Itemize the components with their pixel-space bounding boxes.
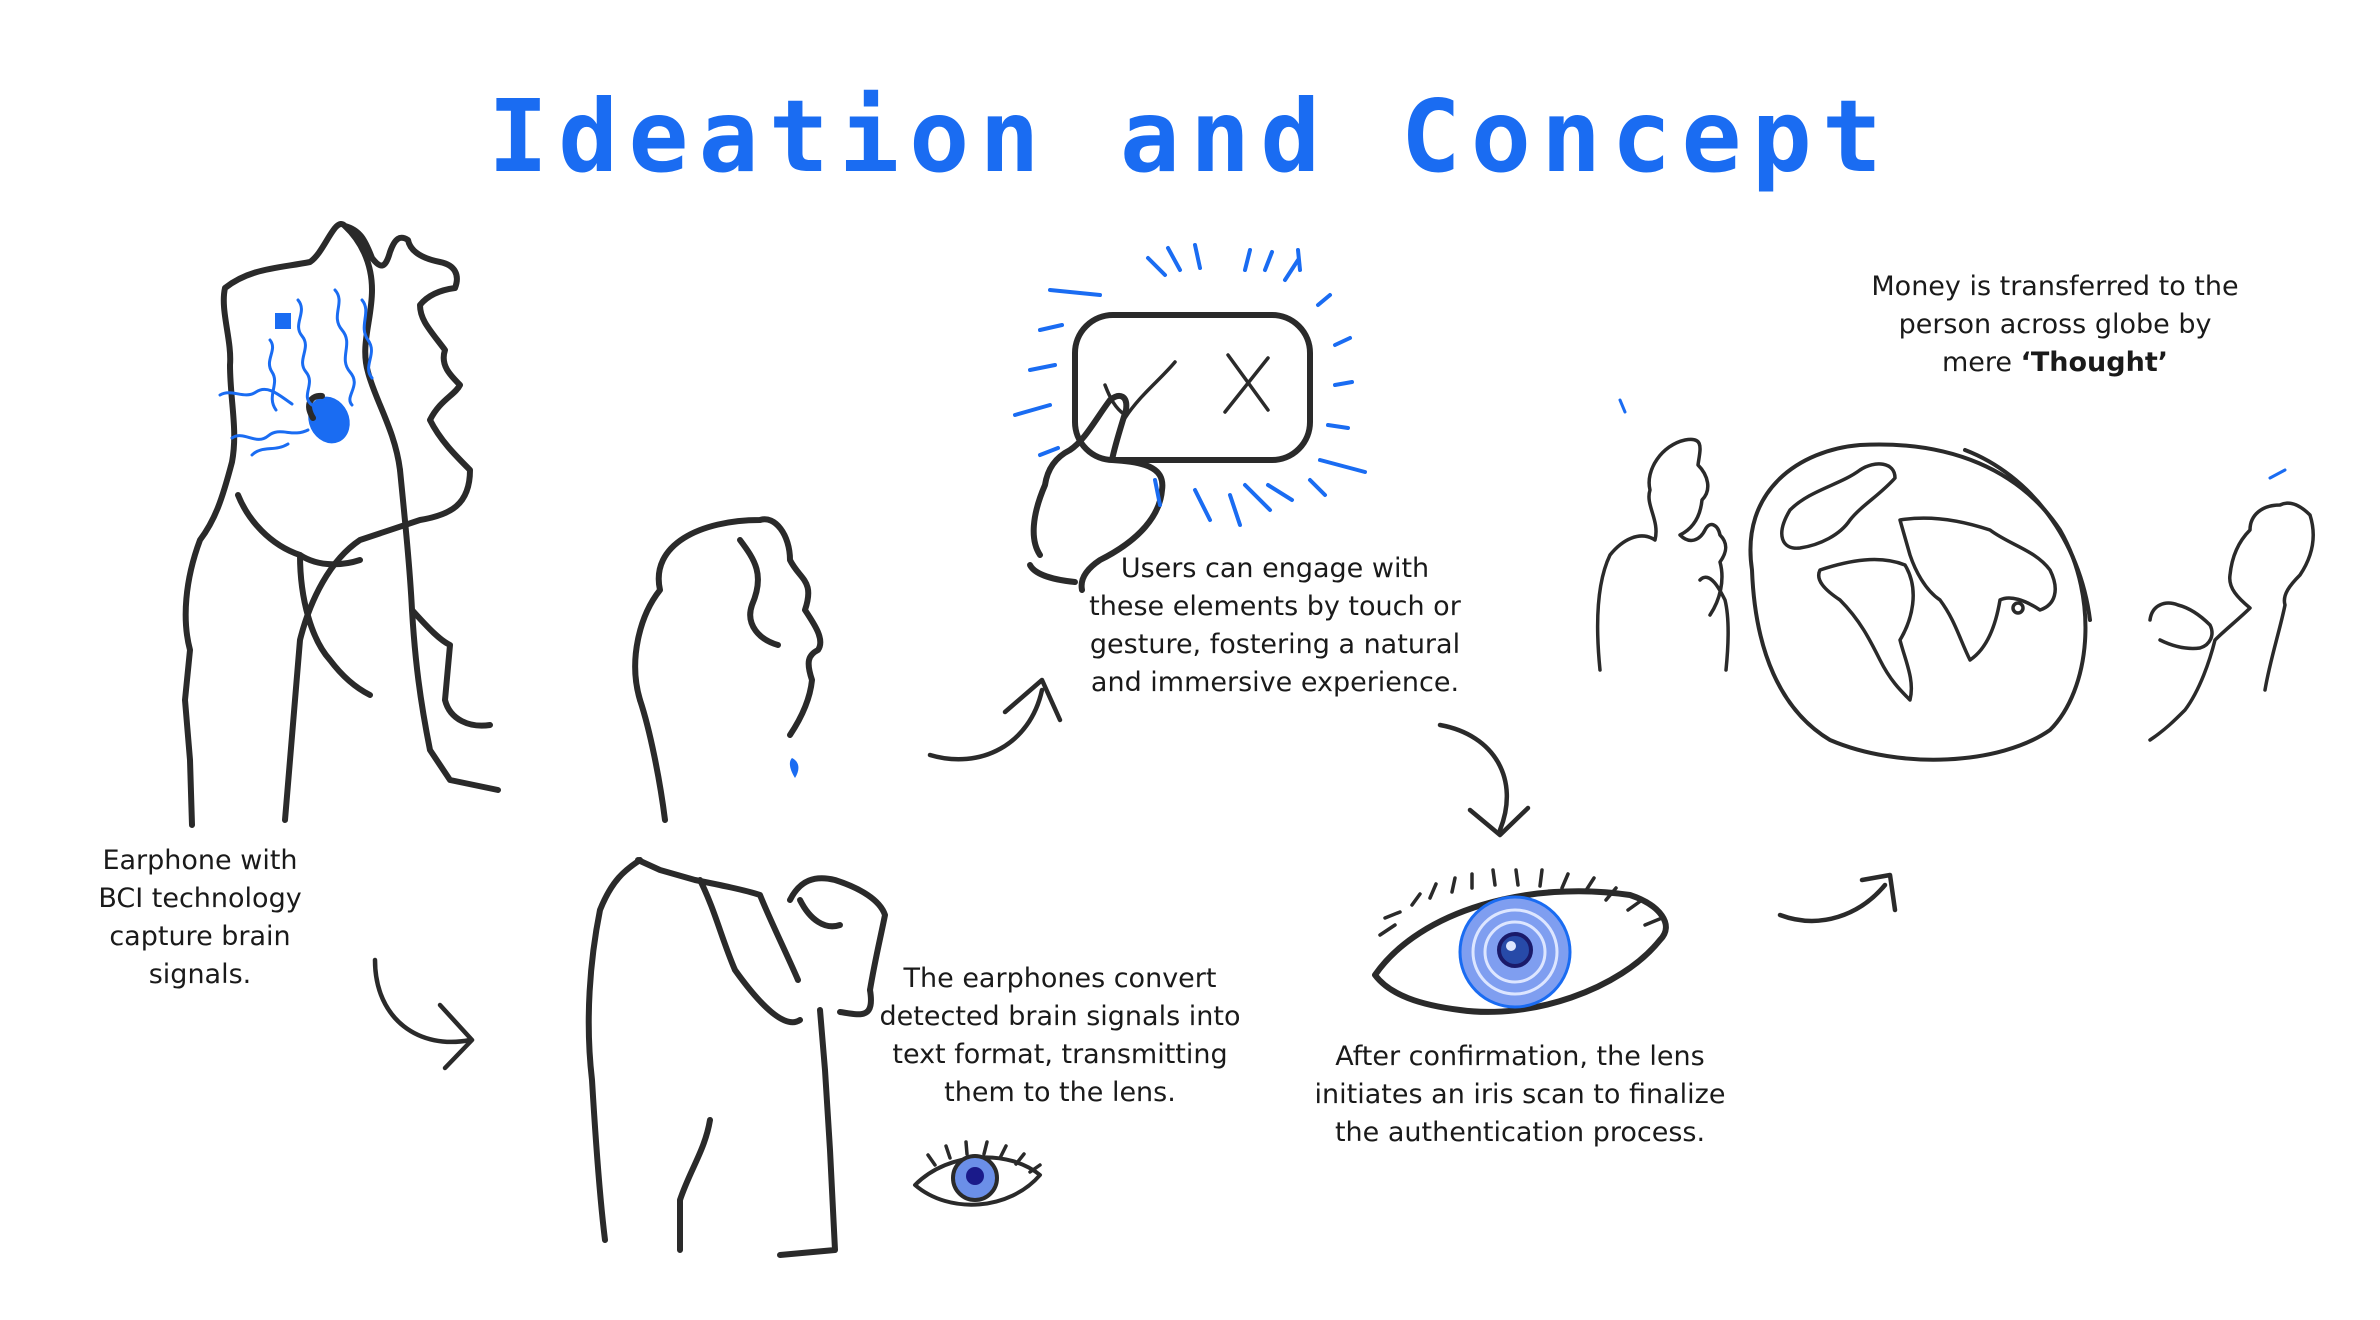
caption-iris: After confirmation, the lens initiates a… xyxy=(1300,1038,1740,1152)
thought-emphasis: ‘Thought’ xyxy=(2020,347,2168,378)
curved-arrow-icon xyxy=(372,957,475,1071)
earphone-icon xyxy=(308,396,350,444)
lens-dot-icon xyxy=(789,758,799,778)
caption-line: Money is transferred to the xyxy=(1871,271,2239,302)
caption-convert: The earphones convert detected brain sig… xyxy=(870,960,1250,1112)
caption-line: signals. xyxy=(148,959,252,990)
caption-line: capture brain xyxy=(109,921,291,952)
globe-illustration xyxy=(1595,398,2315,762)
touch-gesture-illustration xyxy=(1013,243,1367,593)
caption-line: them to the lens. xyxy=(944,1077,1176,1108)
page-title: Ideation and Concept xyxy=(487,78,1893,195)
caption-line: initiates an iris scan to finalize xyxy=(1314,1079,1726,1110)
caption-line: After confirmation, the lens xyxy=(1335,1041,1705,1072)
head-profile-illustration xyxy=(182,221,501,828)
caption-line: person across globe by xyxy=(1898,309,2212,340)
caption-line: detected brain signals into xyxy=(879,1001,1241,1032)
caption-line: gesture, fostering a natural xyxy=(1089,629,1461,660)
caption-engage: Users can engage with these elements by … xyxy=(1075,550,1475,702)
curved-arrow-icon xyxy=(927,677,1063,762)
caption-money: Money is transferred to the person acros… xyxy=(1855,268,2255,382)
curved-arrow-icon xyxy=(1437,722,1531,838)
caption-line: Users can engage with xyxy=(1120,553,1430,584)
caption-line: these elements by touch or xyxy=(1089,591,1461,622)
iris-scan-icon xyxy=(1372,868,1669,1015)
sensor-chip-icon xyxy=(275,313,291,329)
caption-line: and immersive experience. xyxy=(1090,667,1460,698)
eye-icon xyxy=(913,1140,1042,1207)
caption-line: BCI technology xyxy=(98,883,302,914)
caption-line: mere xyxy=(1941,347,2021,378)
thinking-man-illustration xyxy=(585,516,888,1258)
curved-arrow-icon xyxy=(1777,872,1898,924)
caption-line: the authentication process. xyxy=(1334,1117,1706,1148)
caption-earphone: Earphone with BCI technology capture bra… xyxy=(60,842,340,994)
caption-line: Earphone with xyxy=(102,845,298,876)
caption-line: The earphones convert xyxy=(903,963,1217,994)
caption-line: text format, transmitting xyxy=(892,1039,1228,1070)
